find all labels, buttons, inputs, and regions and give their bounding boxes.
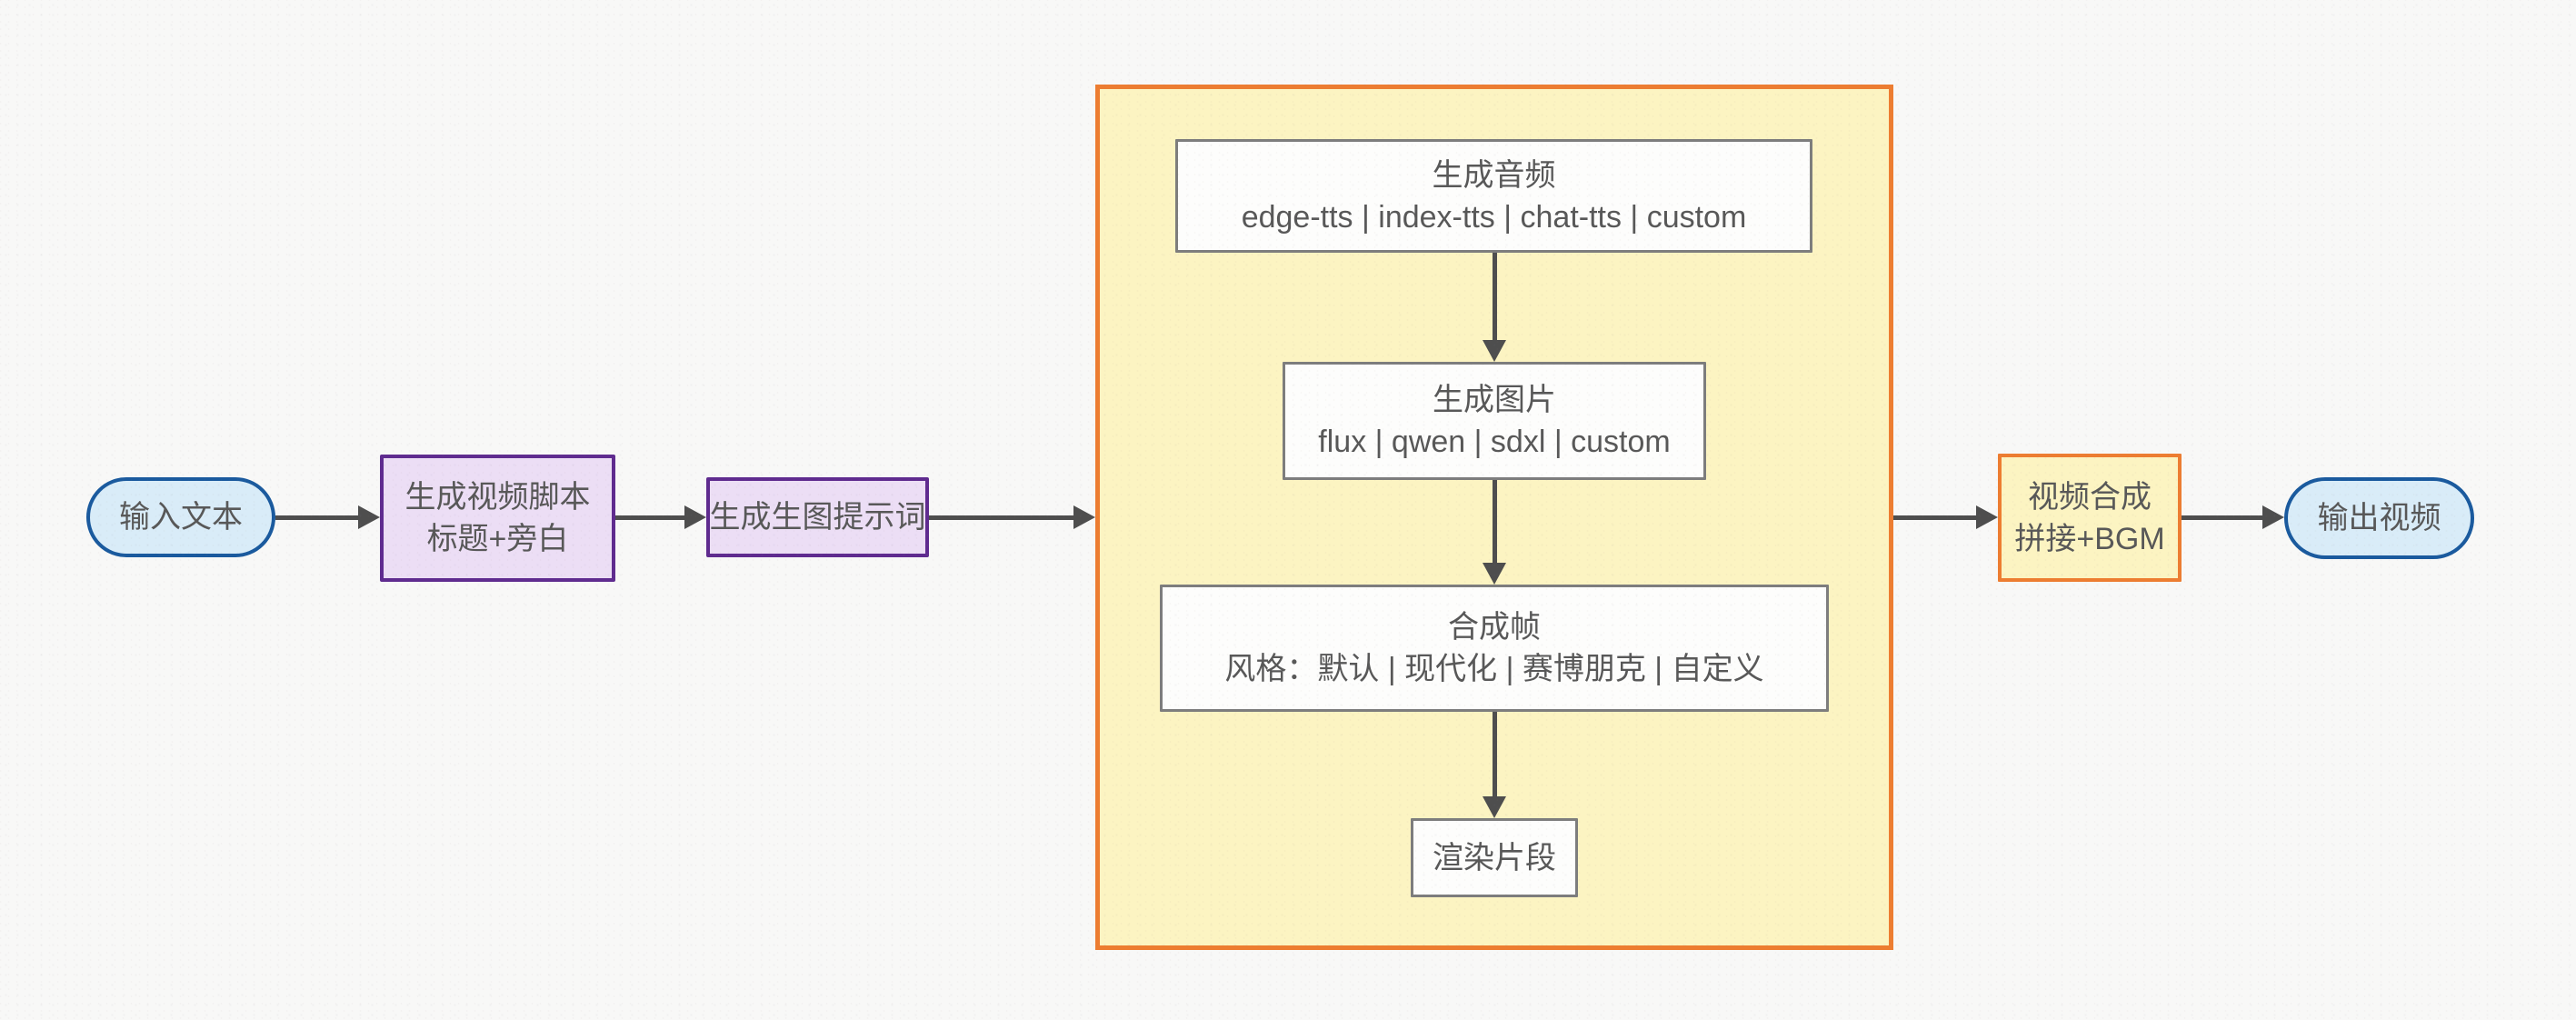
arrowhead-icon <box>1073 505 1095 529</box>
arrow-script-to-prompt <box>615 505 706 529</box>
node-label-line2: 风格：默认 | 现代化 | 赛博朋克 | 自定义 <box>1224 652 1764 686</box>
arrow-shaft <box>2182 515 2262 520</box>
node-label: 生成生图提示词 <box>709 500 926 535</box>
node-label: 输出视频 <box>2317 501 2441 535</box>
node-label-line1: 生成音频 <box>1432 157 1556 193</box>
node-label-line2: flux | qwen | sdxl | custom <box>1318 425 1671 459</box>
arrow-input-to-script <box>275 505 380 529</box>
node-label: 渲染片段 <box>1433 840 1556 875</box>
arrow-shaft <box>929 515 1073 520</box>
arrow-shaft <box>275 515 358 520</box>
arrowhead-icon <box>1483 563 1506 585</box>
node-video-merge: 视频合成 拼接+BGM <box>1998 454 2182 582</box>
node-label-line2: 标题+旁白 <box>426 522 569 556</box>
arrowhead-icon <box>1483 796 1506 818</box>
arrow-merge-to-output <box>2182 505 2284 529</box>
arrow-prompt-to-group <box>929 505 1095 529</box>
node-label-line1: 视频合成 <box>2028 479 2152 515</box>
node-output-video: 输出视频 <box>2284 477 2474 559</box>
node-input-text: 输入文本 <box>86 477 275 557</box>
node-generate-script: 生成视频脚本 标题+旁白 <box>380 455 615 582</box>
node-compose-frame: 合成帧 风格：默认 | 现代化 | 赛博朋克 | 自定义 <box>1160 585 1829 712</box>
node-label-line1: 合成帧 <box>1448 610 1541 645</box>
node-label: 输入文本 <box>119 500 243 535</box>
node-label-line2: edge-tts | index-tts | chat-tts | custom <box>1241 199 1747 235</box>
arrowhead-icon <box>1976 505 1998 529</box>
node-label-line1: 生成图片 <box>1433 383 1556 417</box>
arrow-shaft <box>1492 712 1497 796</box>
arrow-shaft <box>1893 515 1976 520</box>
arrowhead-icon <box>1483 340 1506 362</box>
arrow-group-to-merge <box>1893 505 1998 529</box>
arrow-audio-to-image <box>1483 253 1506 362</box>
arrowhead-icon <box>684 505 706 529</box>
node-label-line2: 拼接+BGM <box>2014 521 2165 556</box>
arrowhead-icon <box>358 505 380 529</box>
arrow-image-to-frame <box>1483 480 1506 585</box>
arrow-frame-to-render <box>1483 712 1506 818</box>
arrow-shaft <box>1492 253 1497 340</box>
node-generate-image-prompt: 生成生图提示词 <box>706 477 929 557</box>
node-label-line1: 生成视频脚本 <box>404 480 591 515</box>
node-render-clip: 渲染片段 <box>1411 818 1578 897</box>
arrow-shaft <box>615 515 684 520</box>
arrow-shaft <box>1492 480 1497 563</box>
node-generate-image: 生成图片 flux | qwen | sdxl | custom <box>1283 362 1706 480</box>
arrowhead-icon <box>2262 505 2284 529</box>
node-generate-audio: 生成音频 edge-tts | index-tts | chat-tts | c… <box>1175 139 1812 253</box>
